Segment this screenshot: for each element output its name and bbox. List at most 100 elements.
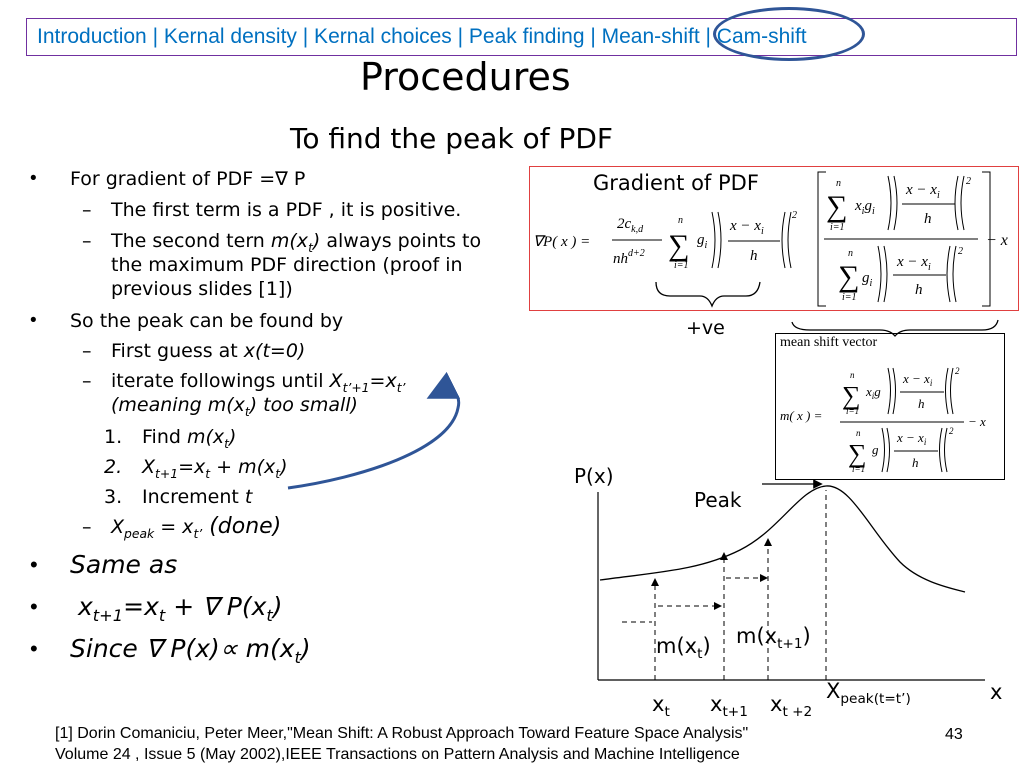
frac-numerator: x − xi	[896, 254, 931, 273]
ms-frac-den: h	[912, 455, 919, 470]
sum1-top: n	[678, 215, 683, 226]
step-number-1: 1.	[104, 426, 123, 448]
mean-shift-brace	[791, 319, 999, 338]
frac-numerator: x − xi	[905, 182, 940, 201]
dash-marker: –	[82, 340, 92, 362]
y-axis-label: P(x)	[574, 464, 614, 488]
ms-sum2-bottom: i=1	[852, 464, 865, 474]
sub-bullet-second-term-line2: the maximum PDF direction (proof in	[111, 254, 463, 276]
pdf-curve	[599, 485, 966, 593]
ms-frac-num: x − xi	[902, 371, 933, 388]
positive-label: +ve	[686, 317, 725, 339]
bullet-dot: •	[30, 168, 37, 189]
slide-title: Procedures	[360, 55, 571, 99]
step-find: Find m(xt)	[142, 426, 237, 451]
ms-sq: 2	[955, 366, 960, 376]
bullet-dot: •	[30, 594, 38, 619]
ms-norm-left	[887, 367, 896, 415]
sum2-sigma: ∑	[826, 190, 847, 223]
step-update: Xt+1=xt + m(xt)	[142, 456, 288, 481]
bullet-peak-found: So the peak can be found by	[70, 310, 344, 332]
minus-x: − x	[986, 232, 1008, 249]
x-peak-label: Xpeak(t=t’)	[826, 679, 911, 708]
x-axis-label: x	[990, 680, 1003, 704]
nav-bar: Introduction | Kernal density | Kernal c…	[26, 18, 1017, 56]
sum3-top: n	[848, 248, 853, 259]
slide-subtitle: To find the peak of PDF	[290, 122, 613, 155]
m-xt1-label: m(xt+1)	[736, 624, 811, 653]
ms-norm-right	[945, 367, 954, 415]
sum1-bottom: i=1	[674, 260, 689, 271]
bullet-same-as: Same as	[70, 550, 178, 579]
frac-denominator: h	[915, 282, 923, 298]
footnote: [1] Dorin Comaniciu, Peter Meer,"Mean Sh…	[55, 723, 748, 765]
footnote-line-2: Volume 24 , Issue 5 (May 2002),IEEE Tran…	[55, 746, 740, 763]
sub-bullet-first-term: The first term is a PDF , it is positive…	[111, 199, 462, 221]
gradient-lhs: ∇P( x ) =	[533, 234, 590, 250]
bullet-dot: •	[30, 552, 38, 577]
frac-denominator: h	[750, 248, 758, 264]
loop-arrow	[287, 371, 461, 490]
mean-shift-formula: m( x ) = n ∑ i=1 xig x − xi h 2 n ∑ i=1 …	[780, 366, 986, 474]
peak-label: Peak	[694, 488, 742, 512]
bullet-update-formula: xt+1=xt + ∇ P(xt)	[78, 592, 283, 625]
square-exponent: 2	[966, 176, 971, 187]
bullet-dot: •	[30, 310, 37, 331]
norm-bracket-left	[877, 245, 888, 303]
page-number: 43	[945, 726, 963, 743]
sub-bullet-done: Xpeak = xt’ (done)	[111, 514, 282, 541]
ms-sum2-top: n	[856, 428, 861, 438]
current-section-highlight	[713, 7, 865, 61]
step-number-3: 3.	[104, 486, 123, 508]
mean-shift-box	[775, 333, 1005, 480]
ms-frac-den: h	[918, 396, 925, 411]
norm-bracket-right	[954, 175, 965, 231]
g-term: gi	[862, 270, 873, 289]
dash-marker: –	[82, 199, 92, 221]
xt-tick-label: xt	[652, 692, 670, 721]
sum1-sigma: ∑	[668, 229, 689, 262]
ms-sum1-bottom: i=1	[846, 406, 859, 416]
nav-breadcrumb[interactable]: Introduction | Kernal density | Kernal c…	[37, 25, 807, 48]
xt2-tick-label: xt +2	[770, 692, 813, 721]
ms-minus-x: − x	[968, 414, 986, 429]
gradient-label: Gradient of PDF	[593, 171, 759, 195]
ms-norm-right	[939, 427, 948, 473]
m-xt-label: m(xt)	[656, 634, 711, 663]
big-bracket-right	[982, 171, 991, 307]
bullet-gradient: For gradient of PDF =∇ P	[70, 168, 306, 190]
positive-brace	[655, 281, 761, 308]
norm-bracket-right	[946, 245, 957, 303]
square-exponent: 2	[958, 246, 963, 257]
sum3-bottom: i=1	[842, 292, 857, 303]
coef-numerator: 2ck,d	[617, 216, 644, 235]
ms-frac-num: x − xi	[896, 430, 927, 447]
bullet-since: Since ∇ P(x)∝ m(xt)	[70, 634, 311, 667]
norm-bracket-left	[887, 175, 898, 231]
sum2-bottom: i=1	[830, 222, 845, 233]
coef-denominator: nhd+2	[613, 248, 645, 267]
step-increment: Increment t	[142, 486, 253, 508]
ms-sum1-top: n	[850, 370, 855, 380]
big-bracket-left	[817, 171, 826, 307]
sum2-top: n	[836, 178, 841, 189]
norm-bracket-left	[711, 211, 722, 269]
frac-denominator: h	[924, 211, 932, 227]
footnote-line-1: [1] Dorin Comaniciu, Peter Meer,"Mean Sh…	[55, 725, 749, 742]
sub-bullet-iterate-line2: (meaning m(xt) too small)	[111, 394, 358, 419]
ms-norm-left	[881, 427, 890, 473]
bullet-dot: •	[30, 636, 38, 661]
dash-marker: –	[82, 230, 92, 252]
dash-marker: –	[82, 370, 92, 392]
g-term: gi	[697, 232, 708, 251]
ms-sq: 2	[949, 426, 954, 436]
dash-marker: –	[82, 516, 92, 538]
gradient-formula-box	[529, 166, 1019, 311]
step-number-2: 2.	[104, 456, 123, 478]
xi-g-term: xigi	[854, 198, 875, 217]
xt1-tick-label: xt+1	[710, 692, 748, 721]
ms-sum2-sigma: ∑	[848, 439, 867, 468]
ms-g: g	[872, 442, 879, 457]
frac-numerator: x − xi	[729, 218, 764, 237]
